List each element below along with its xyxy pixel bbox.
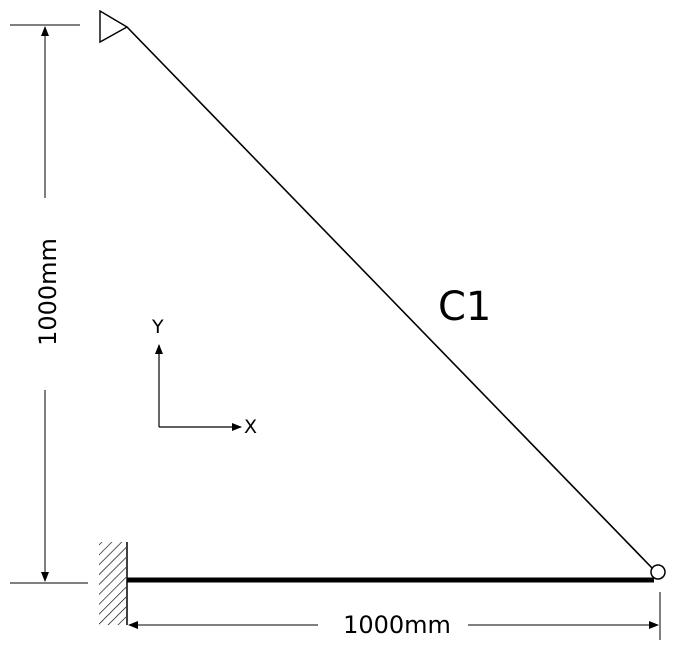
wall-hatching xyxy=(99,542,126,625)
horizontal-dimension-label: 1000mm xyxy=(343,611,451,639)
cable-c1 xyxy=(126,26,655,571)
vertical-dimension-label: 1000mm xyxy=(34,238,62,346)
fixed-wall-support xyxy=(99,542,128,625)
pin-support-icon xyxy=(99,9,129,44)
coordinate-axes: Y X xyxy=(151,316,257,438)
roller-joint-icon xyxy=(650,564,666,580)
axis-y-label: Y xyxy=(151,316,164,338)
axis-x-label: X xyxy=(244,416,257,438)
member-label-c1: C1 xyxy=(438,284,491,330)
